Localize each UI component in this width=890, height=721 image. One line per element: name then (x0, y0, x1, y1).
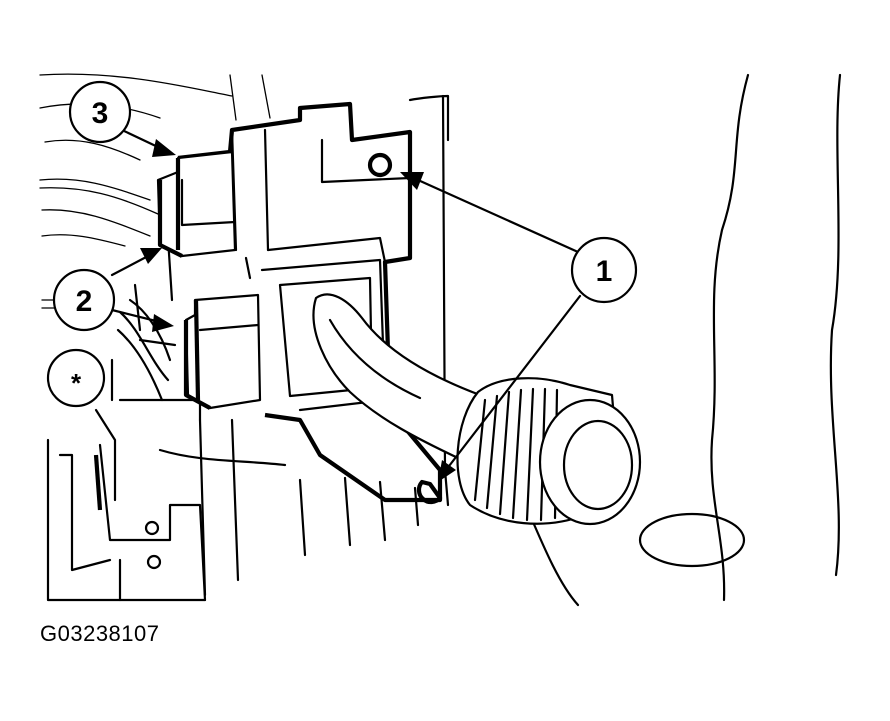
callout-asterisk-label: * (71, 368, 82, 398)
callout-3: 3 (68, 80, 132, 144)
turn-signal-lever (312, 293, 642, 526)
callout-asterisk: * (46, 348, 106, 408)
connector-upper (156, 150, 237, 258)
callout-2-label: 2 (76, 285, 93, 318)
wire-harness (116, 298, 177, 402)
callout-1: 1 (570, 236, 638, 304)
callout-2: 2 (52, 268, 116, 332)
connectors (156, 150, 262, 410)
callout-1-label: 1 (596, 255, 613, 288)
callout-3-label: 3 (92, 97, 109, 130)
screw-lower (416, 479, 443, 505)
screw-holes (367, 152, 443, 505)
figure-id: G03238107 (40, 621, 160, 646)
leader-lines (110, 128, 582, 482)
screw-upper (367, 152, 393, 178)
